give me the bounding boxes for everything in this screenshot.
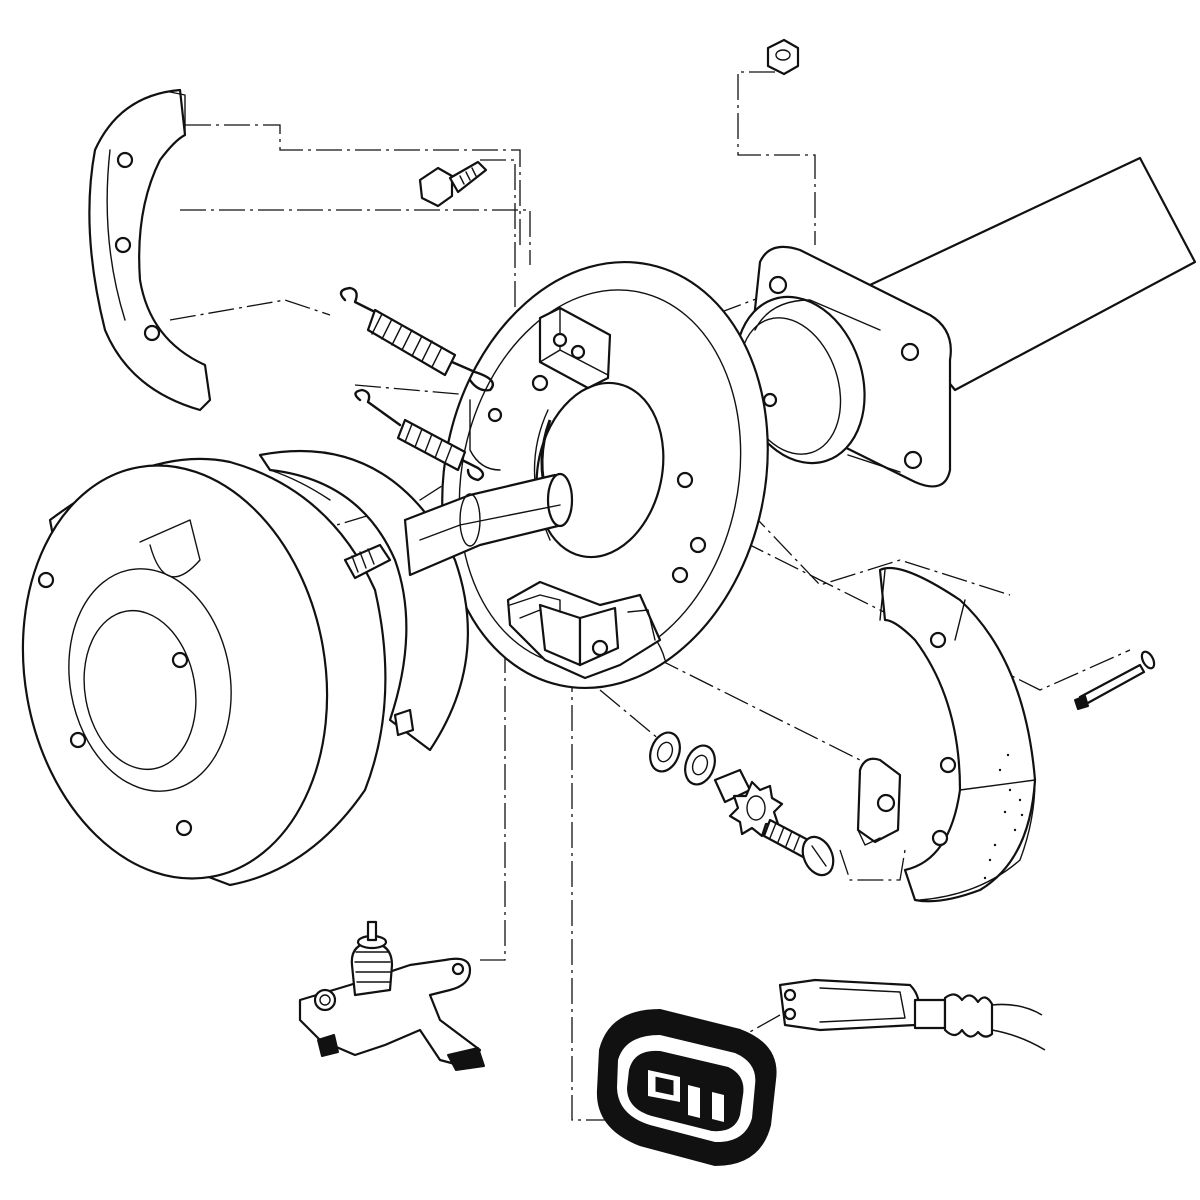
adjuster-screw: [762, 818, 835, 877]
leader-spring-to-plate: [354, 384, 471, 396]
axle-shaft: [403, 472, 574, 577]
leader-shoe-to-plate: [180, 209, 531, 265]
leader-plate-to-pin: [739, 539, 1131, 691]
brake-shoe-lining-texture: [983, 753, 1024, 880]
leader-shoe-to-spring: [169, 299, 331, 321]
leader-plate-to-lowershoe: [719, 479, 1011, 596]
parking-brake-cable: [913, 993, 1046, 1051]
leader-cylinder-to-washer: [599, 689, 661, 741]
brake-drum: [21, 449, 469, 887]
leader-nut-to-flange: [737, 71, 816, 245]
wheel-cylinder: [506, 580, 662, 680]
return-spring-upper: [339, 286, 495, 392]
leader-boot-to-plate: [571, 600, 612, 1121]
brake-shoe-lower: [878, 566, 1037, 903]
hold-down-pin: [1074, 650, 1156, 710]
flange-bolt: [418, 160, 488, 208]
brake-shoe-upper: [88, 88, 212, 412]
leader-shoe-to-springs: [185, 124, 521, 250]
hex-nut: [766, 38, 800, 76]
leader-adjuster-to-shoe: [839, 849, 906, 881]
return-spring-lower: [354, 388, 485, 482]
parking-brake-lever: [298, 920, 485, 1071]
washer-pair: [649, 731, 716, 786]
cable-clevis: [778, 978, 921, 1032]
retainer-clip: [856, 757, 902, 846]
rubber-boot-grommet: [596, 1009, 777, 1166]
leader-lever-to-plate: [480, 585, 506, 961]
